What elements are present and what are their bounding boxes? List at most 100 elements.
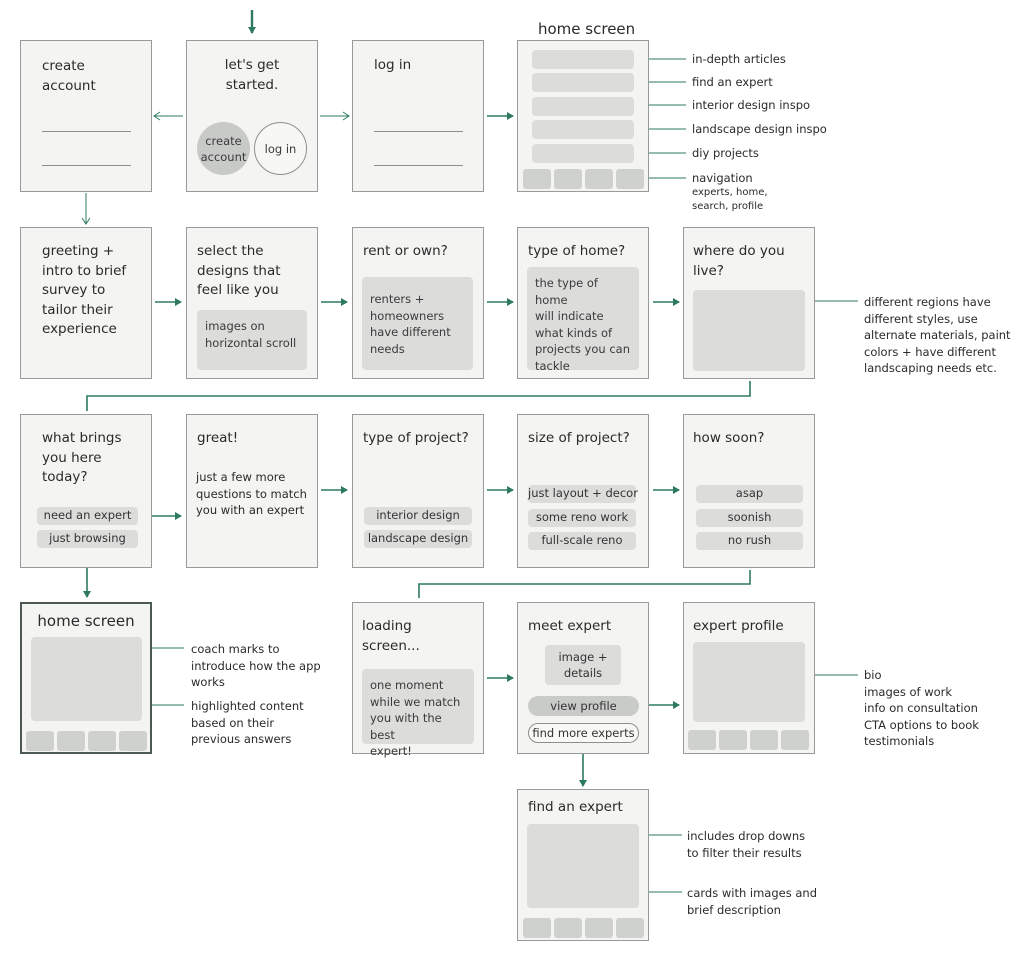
option-full-reno[interactable]: full-scale reno [528,532,636,550]
screen-log-in: log in [352,40,484,192]
screen-select-designs: select the designs that feel like you im… [186,227,318,379]
expert-image-details: image + details [545,645,621,685]
annotation-profile-contents: bio images of work info on consultation … [864,668,979,748]
content-bar [532,97,634,116]
nav-tab[interactable] [88,731,116,751]
elbow-r2-r3 [86,381,751,411]
nav-tab[interactable] [781,730,809,750]
screen-where-live: where do you live? [683,227,815,379]
nav-tab[interactable] [616,918,644,938]
option-landscape[interactable]: landscape design [364,530,472,548]
screen-home-personalized: home screen [20,602,152,754]
annotation-coach-marks: coach marks to introduce how the app wor… [191,642,321,689]
loading-message: one moment while we match you with the b… [362,669,474,758]
option-need-expert[interactable]: need an expert [37,507,138,525]
view-profile-button[interactable]: view profile [528,696,639,716]
screen-rent-or-own: rent or own? renters + homeowners have d… [352,227,484,379]
screen-title: find an expert [528,799,623,815]
nav-tab[interactable] [719,730,747,750]
create-account-button[interactable]: create account [197,122,250,175]
screen-title: expert profile [693,618,784,634]
nav-tab[interactable] [523,169,551,189]
screen-title: loading screen... [362,618,420,654]
option-soonish[interactable]: soonish [696,509,803,527]
screen-meet-expert: meet expert image + details view profile… [517,602,649,754]
image-scroll-placeholder: images on horizontal scroll [197,310,307,370]
info-box: the type of home will indicate what kind… [527,267,639,373]
home-screen-heading: home screen [538,20,636,38]
screen-how-soon: how soon? asap soonish no rush [683,414,815,568]
profile-placeholder [693,642,805,722]
content-bar [532,120,634,139]
option-asap[interactable]: asap [696,485,803,503]
log-in-button[interactable]: log in [254,122,307,175]
screen-title: how soon? [693,430,765,446]
annotation-regions: different regions have different styles,… [864,295,1011,375]
screen-greeting: greeting + intro to brief survey to tail… [20,227,152,379]
screen-title: where do you live? [693,243,785,279]
input-line [42,165,131,166]
annotation-highlighted: highlighted content based on their previ… [191,699,304,746]
annotation-interior: interior design inspo [692,98,811,112]
nav-tab[interactable] [554,918,582,938]
nav-tab[interactable] [26,731,54,751]
screen-title: greeting + intro to brief survey to tail… [42,243,127,337]
screen-lets-get-started: let's get started. create account log in [186,40,318,192]
info-box: renters + homeowners have different need… [362,277,473,370]
body-text: just a few more questions to match you w… [196,470,307,517]
annotation-filters: includes drop downs to filter their resu… [687,829,806,860]
nav-tab[interactable] [523,918,551,938]
nav-tab[interactable] [585,918,613,938]
screen-title: home screen [37,612,135,630]
results-placeholder [527,824,639,908]
content-placeholder [31,637,142,721]
screen-title: type of project? [363,430,469,446]
option-layout-decor[interactable]: just layout + decor [528,485,638,503]
elbow-r3-r4 [418,570,751,598]
nav-tab[interactable] [585,169,613,189]
option-interior[interactable]: interior design [364,507,472,525]
screen-size-of-project: size of project? just layout + decor som… [517,414,649,568]
option-no-rush[interactable]: no rush [696,532,803,550]
screen-title: what brings you here today? [42,430,122,485]
screen-title: create account [42,58,96,94]
option-just-browsing[interactable]: just browsing [37,530,138,548]
nav-tab[interactable] [57,731,85,751]
annotation-diy: diy projects [692,146,759,160]
screen-type-of-project: type of project? interior design landsca… [352,414,484,568]
screen-what-brings-you: what brings you here today? need an expe… [20,414,152,568]
screen-home [517,40,649,192]
screen-type-of-home: type of home? the type of home will indi… [517,227,649,379]
option-some-reno[interactable]: some reno work [528,509,636,527]
screen-title: rent or own? [363,243,448,259]
input-line [374,165,463,166]
screen-title: meet expert [528,618,612,634]
screen-title: log in [374,57,412,73]
annotation-articles: in-depth articles [692,52,786,66]
screen-title: type of home? [528,243,626,259]
nav-tab[interactable] [119,731,147,751]
screen-title: great! [197,430,239,446]
screen-title: select the designs that feel like you [197,243,281,298]
find-more-experts-button[interactable]: find more experts [528,723,639,743]
screen-find-an-expert: find an expert [517,789,649,941]
nav-tab[interactable] [688,730,716,750]
input-line [42,131,131,132]
nav-tab[interactable] [750,730,778,750]
annotation-navigation-detail: experts, home, search, profile [692,187,768,212]
screen-loading: loading screen... one moment while we ma… [352,602,484,758]
screen-title: size of project? [528,430,630,446]
input-line [374,131,463,132]
annotation-cards: cards with images and brief description [687,886,817,917]
map-placeholder [693,290,805,371]
nav-tab[interactable] [616,169,644,189]
content-bar [532,144,634,163]
content-bar [532,73,634,92]
content-bar [532,50,634,69]
screen-title: let's get started. [224,57,280,93]
annotation-landscape: landscape design inspo [692,122,827,136]
nav-tab[interactable] [554,169,582,189]
screen-great: great! just a few more questions to matc… [186,414,318,568]
